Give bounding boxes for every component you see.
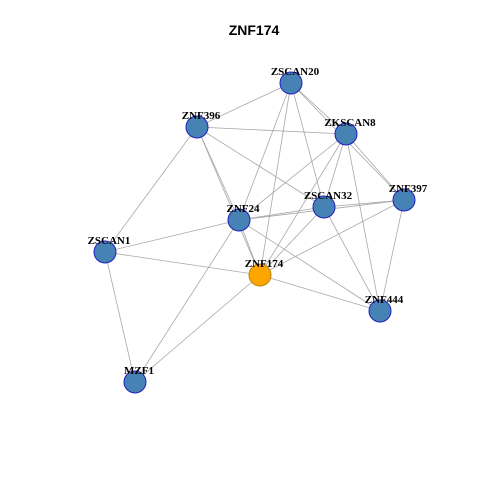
node-circle-znf396[interactable] bbox=[185, 115, 209, 139]
node-label-znf396: ZNF396 bbox=[182, 110, 221, 122]
node-zscan20[interactable]: ZSCAN20 bbox=[271, 66, 320, 95]
edge-znf396-znf174 bbox=[196, 126, 261, 276]
edge-znf396-zscan32 bbox=[196, 126, 325, 208]
node-circle-zscan32[interactable] bbox=[312, 195, 336, 219]
node-circle-zkscan8[interactable] bbox=[334, 122, 358, 146]
graph-title: ZNF174 bbox=[229, 22, 280, 38]
node-circle-znf24[interactable] bbox=[227, 208, 251, 232]
edge-zkscan8-znf444 bbox=[345, 133, 381, 312]
edge-zkscan8-znf174 bbox=[259, 133, 347, 276]
edge-zscan32-znf444 bbox=[323, 206, 381, 312]
node-layer: ZSCAN20ZNF396ZKSCAN8ZNF397ZSCAN32ZNF24ZS… bbox=[88, 66, 428, 394]
node-znf396[interactable]: ZNF396 bbox=[182, 110, 221, 139]
node-mzf1[interactable]: MZF1 bbox=[123, 365, 154, 394]
node-znf174[interactable]: ZNF174 bbox=[245, 258, 284, 287]
edge-zscan20-zkscan8 bbox=[290, 82, 347, 135]
node-circle-znf174[interactable] bbox=[248, 263, 272, 287]
node-zkscan8[interactable]: ZKSCAN8 bbox=[324, 117, 376, 146]
node-label-zscan1: ZSCAN1 bbox=[88, 235, 131, 247]
edge-zscan32-znf24 bbox=[238, 206, 325, 221]
edge-zkscan8-zscan32 bbox=[323, 133, 347, 208]
node-zscan1[interactable]: ZSCAN1 bbox=[88, 235, 131, 264]
edge-znf396-zkscan8 bbox=[196, 126, 347, 135]
edge-zkscan8-znf397 bbox=[345, 133, 405, 201]
edge-znf174-znf444 bbox=[259, 274, 381, 312]
edge-znf397-znf174 bbox=[259, 199, 405, 276]
node-label-znf397: ZNF397 bbox=[389, 183, 428, 195]
edge-znf24-znf444 bbox=[238, 219, 381, 312]
edge-znf174-mzf1 bbox=[134, 274, 261, 383]
node-label-zscan32: ZSCAN32 bbox=[304, 190, 353, 202]
edge-zscan1-znf174 bbox=[104, 251, 261, 276]
edge-zscan20-zscan32 bbox=[290, 82, 325, 208]
edge-znf396-zscan1 bbox=[104, 126, 198, 253]
node-label-znf24: ZNF24 bbox=[227, 203, 261, 215]
edge-zscan20-znf174 bbox=[259, 82, 292, 276]
node-circle-znf397[interactable] bbox=[392, 188, 416, 212]
edge-znf24-mzf1 bbox=[134, 219, 240, 383]
edge-znf397-znf444 bbox=[379, 199, 405, 312]
edge-zscan1-mzf1 bbox=[104, 251, 136, 383]
node-znf444[interactable]: ZNF444 bbox=[365, 294, 404, 323]
node-label-zkscan8: ZKSCAN8 bbox=[324, 117, 376, 129]
node-circle-mzf1[interactable] bbox=[123, 370, 147, 394]
edge-znf397-zscan32 bbox=[323, 199, 405, 208]
edge-znf24-zscan1 bbox=[104, 219, 240, 253]
node-znf397[interactable]: ZNF397 bbox=[389, 183, 428, 212]
node-circle-zscan20[interactable] bbox=[279, 71, 303, 95]
node-circle-zscan1[interactable] bbox=[93, 240, 117, 264]
node-label-zscan20: ZSCAN20 bbox=[271, 66, 320, 78]
edge-zkscan8-znf24 bbox=[238, 133, 347, 221]
node-label-mzf1: MZF1 bbox=[124, 365, 154, 377]
edge-zscan32-znf174 bbox=[259, 206, 325, 276]
edge-zscan20-znf24 bbox=[238, 82, 292, 221]
node-zscan32[interactable]: ZSCAN32 bbox=[304, 190, 353, 219]
node-znf24[interactable]: ZNF24 bbox=[227, 203, 261, 232]
edge-zscan20-znf396 bbox=[196, 82, 292, 128]
node-label-znf174: ZNF174 bbox=[245, 258, 284, 270]
node-circle-znf444[interactable] bbox=[368, 299, 392, 323]
node-label-znf444: ZNF444 bbox=[365, 294, 404, 306]
